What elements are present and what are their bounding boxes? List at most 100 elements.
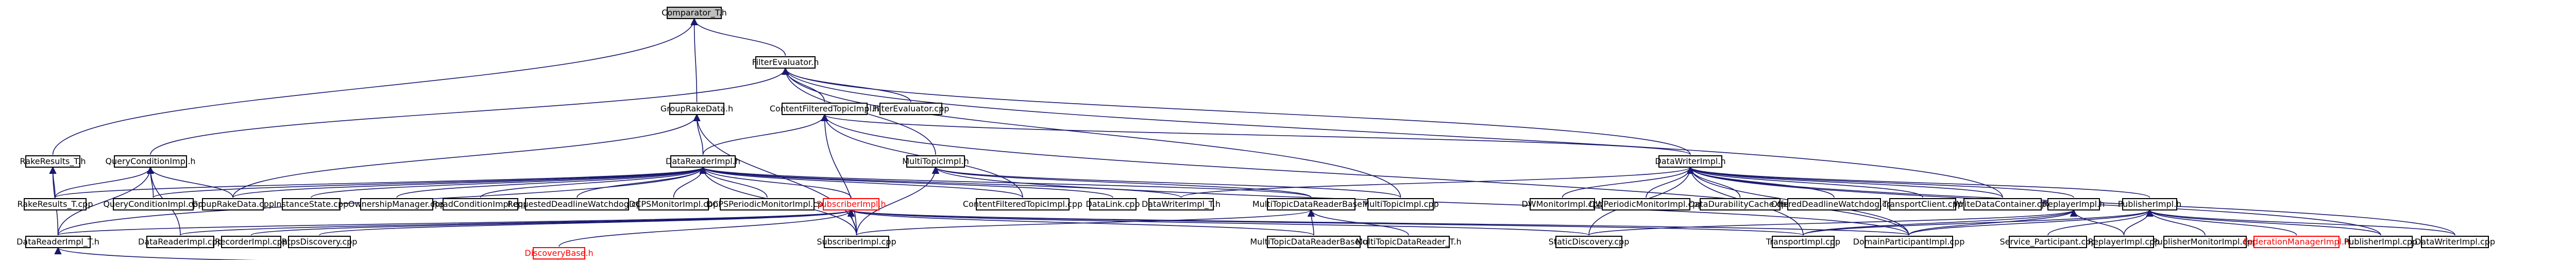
node-groupratedata-cpp[interactable]: GroupRakeData.cpp (192, 198, 274, 210)
node-domainparticipantimpl-cpp[interactable]: DomainParticipantImpl.cpp (1853, 236, 1965, 248)
node-recorderimpl-cpp[interactable]: RecorderImpl.cpp (215, 236, 287, 248)
node-label: SubscriberImpl.cpp (817, 237, 896, 247)
node-multitopicdatareader-t-h[interactable]: MultiTopicDataReader_T.h (1355, 236, 1462, 248)
node-label: FilterEvaluator.cpp (873, 104, 950, 113)
node-dcpsperiodicmonitorimpl-cpp[interactable]: DCPSPeriodicMonitorImpl.cpp (706, 198, 828, 210)
edge-datareaderimpl-h-to-subscriberimpl-h (699, 166, 852, 198)
node-box (906, 155, 965, 168)
node-instancestate-cpp[interactable]: InstanceState.cpp (274, 198, 349, 210)
node-datareaderimpl-cpp[interactable]: DataReaderImpl.cpp (138, 236, 223, 248)
node-label: QueryConditionImpl.cpp (103, 199, 203, 209)
edge-replayerimpl-h-to-domainparticipantimpl-cpp (1908, 209, 2078, 236)
edge-filterevaluator-h-to-multitopicimpl-cpp (782, 67, 1401, 198)
node-filterevaluator-h[interactable]: FilterEvaluator.h (752, 56, 819, 69)
node-label: RequestedDeadlineWatchdog.cpp (507, 199, 647, 209)
node-box (669, 103, 724, 115)
node-transportimpl-cpp[interactable]: TransportImpl.cpp (1766, 236, 1840, 248)
node-filterevaluator-cpp[interactable]: FilterEvaluator.cpp (873, 103, 950, 115)
node-rakeresults-t-h[interactable]: RakeResults_T.h (20, 155, 86, 168)
node-subscriberimpl-h[interactable]: SubscriberImpl.h (816, 198, 886, 210)
node-datawriterimpl-h[interactable]: DataWriterImpl.h (1655, 155, 1726, 168)
node-label: MultiTopicDataReaderBase.h (1252, 199, 1370, 209)
edge-datawriterimpl-h-to-publisherimpl-h (1687, 166, 2150, 198)
node-datawriterimpl-t-h[interactable]: DataWriterImpl_T.h (1142, 198, 1221, 210)
node-datareaderimpl-h[interactable]: DataReaderImpl.h (666, 155, 740, 168)
node-label: DataWriterImpl_T.h (1142, 199, 1221, 209)
node-contentfilteredtopicimpl-h[interactable]: ContentFilteredTopicImpl.h (770, 103, 879, 115)
node-box (2163, 236, 2247, 248)
edge-publisherimpl-h-to-publisherimpl-cpp (2146, 209, 2381, 236)
edge-datawriterimpl-h-to-dwmonitorimpl-cpp (1562, 166, 1694, 198)
node-box (1555, 236, 1622, 248)
node-datawriterimpl-cpp[interactable]: DataWriterImpl.cpp (2415, 236, 2495, 248)
node-publisherimpl-h[interactable]: PublisherImpl.h (2118, 198, 2182, 210)
node-dwperiodicmonitorimpl-cpp[interactable]: DWPeriodicMonitorImpl.cpp (1589, 198, 1703, 210)
node-box (670, 155, 736, 168)
node-label: DCPSMonitorImpl.cpp (629, 199, 718, 209)
node-comparator-t-h[interactable]: Comparator_T.h (662, 7, 727, 19)
node-datalink-cpp[interactable]: DataLink.cpp (1086, 198, 1140, 210)
node-ownershipmanager-cpp[interactable]: OwnershipManager.cpp (348, 198, 445, 210)
node-rakeresults-t-cpp[interactable]: RakeResults_T.cpp (18, 198, 93, 210)
edge-replayerimpl-h-to-staticdiscovery-cpp (1588, 209, 2077, 236)
node-label: StaticDiscovery.cpp (1549, 237, 1630, 247)
node-offereddeadlinewatchdog-cpp[interactable]: OfferedDeadlineWatchdog.cpp (1771, 198, 1897, 210)
node-box (2253, 236, 2340, 248)
node-multitopicimpl-h[interactable]: MultiTopicImpl.h (902, 155, 969, 168)
node-box (2047, 198, 2100, 210)
node-readconditionimpl-cpp[interactable]: ReadConditionImpl.cpp (433, 198, 529, 210)
node-queryconditionimpl-cpp[interactable]: QueryConditionImpl.cpp (103, 198, 204, 210)
node-staticdiscovery-cpp[interactable]: StaticDiscovery.cpp (1549, 236, 1630, 248)
node-replayerimpl-h[interactable]: ReplayerImpl.h (2043, 198, 2105, 210)
edge-subscriberimpl-h-to-multitopicdatareaderbase-cpp (848, 209, 1314, 236)
node-discoverybase-h[interactable]: DiscoveryBase.h (524, 247, 594, 259)
node-label: DataReaderImpl.h (666, 156, 740, 166)
edge-datareaderimpl-h-to-datalink-cpp (699, 166, 1113, 198)
edge-queryconditionimpl-h-to-groupratedata-cpp (146, 166, 233, 198)
node-federationmanagerimpl-h[interactable]: FederationManagerImpl.h (2244, 236, 2349, 248)
node-dwmonitorimpl-cpp[interactable]: DWMonitorImpl.cpp (1521, 198, 1603, 210)
node-publishermonitorimpl-cpp[interactable]: PublisherMonitorImpl.cpp (2153, 236, 2258, 248)
node-label: DiscoveryBase.h (524, 248, 593, 258)
node-box (2421, 236, 2489, 248)
node-groupratedata-h[interactable]: GroupRakeData.h (660, 103, 733, 115)
node-dcpsmonitorimpl-cpp[interactable]: DCPSMonitorImpl.cpp (629, 198, 718, 210)
edge-datareaderimpl-h-to-ownershipmanager-cpp (396, 166, 707, 198)
node-label: DataWriterImpl.h (1655, 156, 1725, 166)
node-label: Comparator_T.h (662, 8, 727, 18)
node-box (1658, 155, 1722, 168)
node-box (2094, 236, 2154, 248)
edge-filterevaluator-h-to-datawriterimpl-h (782, 67, 1691, 155)
node-multitopicdatareaderbase-h[interactable]: MultiTopicDataReaderBase.h (1252, 198, 1370, 210)
edge-subscriberimpl-h-to-datareaderimpl-cpp (180, 209, 855, 236)
node-label: FederationManagerImpl.h (2244, 237, 2349, 247)
node-writedatacontainer-cpp[interactable]: WriteDataContainer.cpp (1953, 198, 2052, 210)
node-multitopicdatareaderbase-cpp[interactable]: MultiTopicDataReaderBase.cpp (1250, 236, 1378, 248)
node-label: TransportImpl.cpp (1766, 237, 1840, 247)
node-datadurabilitycache-cpp[interactable]: DataDurabilityCache.cpp (1688, 198, 1792, 210)
node-publisherimpl-cpp[interactable]: PublisherImpl.cpp (2344, 236, 2418, 248)
node-label: DWPeriodicMonitorImpl.cpp (1589, 199, 1703, 209)
edge-datareaderimpl-h-to-contentfilteredtopicimpl-cpp (699, 166, 1023, 198)
node-label: DataReaderImpl_T.h (16, 237, 99, 247)
node-label: MultiTopicImpl.cpp (1362, 199, 1438, 209)
node-subscriberimpl-cpp[interactable]: SubscriberImpl.cpp (817, 236, 896, 248)
node-box (638, 198, 709, 210)
node-datareaderimpl-t-h[interactable]: DataReaderImpl_T.h (16, 236, 99, 248)
node-requesteddeadlinewatchdog-cpp[interactable]: RequestedDeadlineWatchdog.cpp (507, 198, 647, 210)
node-rtpsdiscovery-cpp[interactable]: RtpsDiscovery.cpp (282, 236, 358, 248)
node-label: TransportClient.cpp (1882, 199, 1963, 209)
node-label: DCPSPeriodicMonitorImpl.cpp (706, 199, 828, 209)
node-box (221, 236, 281, 248)
edge-filterevaluator-h-to-queryconditionimpl-h (150, 67, 789, 155)
node-service-participant-cpp[interactable]: Service_Participant.cpp (2000, 236, 2096, 248)
edge-datareaderimpl-h-to-groupratedata-cpp (232, 166, 707, 198)
node-replayerimpl-cpp[interactable]: ReplayerImpl.cpp (2088, 236, 2160, 248)
node-multitopicimpl-cpp[interactable]: MultiTopicImpl.cpp (1362, 198, 1439, 210)
node-box (1865, 236, 1953, 248)
node-label: ReplayerImpl.cpp (2088, 237, 2160, 247)
node-contentfilteredtopicimpl-cpp[interactable]: ContentFilteredTopicImpl.cpp (963, 198, 1082, 210)
node-queryconditionimpl-h[interactable]: QueryConditionImpl.h (105, 155, 196, 168)
node-transportclient-cpp[interactable]: TransportClient.cpp (1882, 198, 1963, 210)
edge-queryconditionimpl-h-to-rakeresults-t-cpp (55, 166, 155, 198)
